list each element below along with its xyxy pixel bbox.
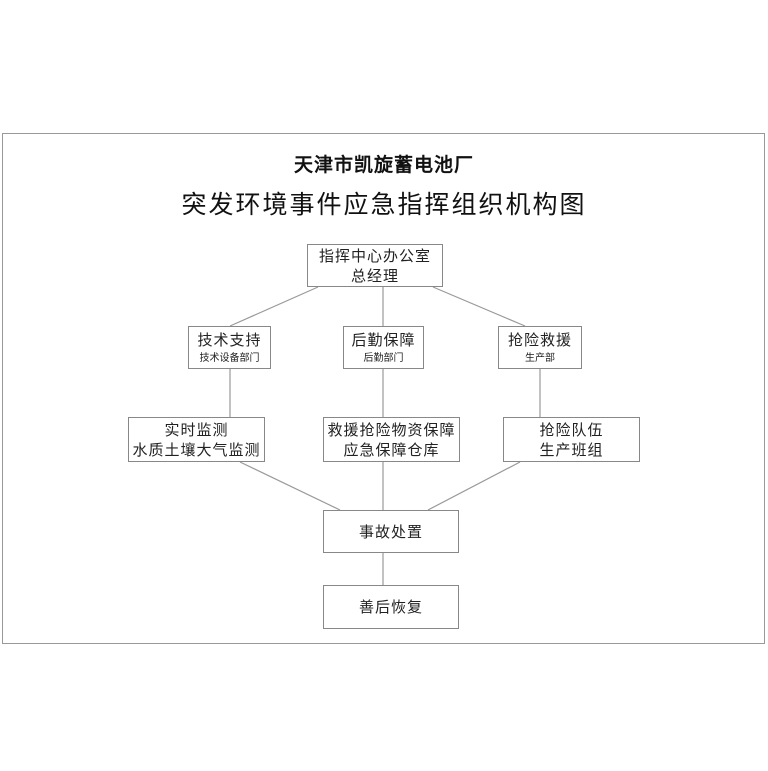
node-rescue-team-line1: 抢险队伍 <box>539 420 604 439</box>
node-rescue-label: 抢险救援 <box>507 330 572 349</box>
node-logistics-label: 后勤保障 <box>351 330 416 349</box>
node-rescue-team-line2: 生产班组 <box>539 440 604 459</box>
link-team-accident <box>427 461 521 511</box>
node-tech-support-label: 技术支持 <box>197 330 262 349</box>
node-recovery: 善后恢复 <box>323 585 459 629</box>
node-supplies-line2: 应急保障仓库 <box>343 440 440 459</box>
node-monitoring: 实时监测 水质土壤大气监测 <box>128 417 265 462</box>
node-supplies: 救援抢险物资保障 应急保障仓库 <box>323 417 460 462</box>
node-tech-support: 技术支持 技术设备部门 <box>188 326 271 369</box>
link-command-rescue <box>432 286 526 327</box>
node-supplies-line1: 救援抢险物资保障 <box>327 420 456 439</box>
link-monitor-accident <box>239 461 341 511</box>
node-accident-handling-label: 事故处置 <box>358 522 423 541</box>
node-rescue-dept: 生产部 <box>525 352 555 364</box>
node-monitoring-line1: 实时监测 <box>164 420 229 439</box>
node-tech-support-dept: 技术设备部门 <box>199 352 260 364</box>
node-logistics: 后勤保障 后勤部门 <box>343 326 424 369</box>
diagram-frame <box>2 133 765 644</box>
node-command-center-line2: 总经理 <box>350 266 399 285</box>
node-command-center: 指挥中心办公室 总经理 <box>307 244 443 287</box>
company-name: 天津市凯旋蓄电池厂 <box>293 154 474 176</box>
link-command-tech <box>229 286 319 327</box>
node-monitoring-line2: 水质土壤大气监测 <box>132 440 261 459</box>
node-rescue-team: 抢险队伍 生产班组 <box>503 417 640 462</box>
node-logistics-dept: 后勤部门 <box>363 352 404 364</box>
node-command-center-line1: 指挥中心办公室 <box>318 246 431 265</box>
node-recovery-label: 善后恢复 <box>358 598 423 616</box>
node-accident-handling: 事故处置 <box>323 510 459 553</box>
diagram-title: 突发环境事件应急指挥组织机构图 <box>181 190 587 219</box>
node-rescue: 抢险救援 生产部 <box>498 326 582 369</box>
